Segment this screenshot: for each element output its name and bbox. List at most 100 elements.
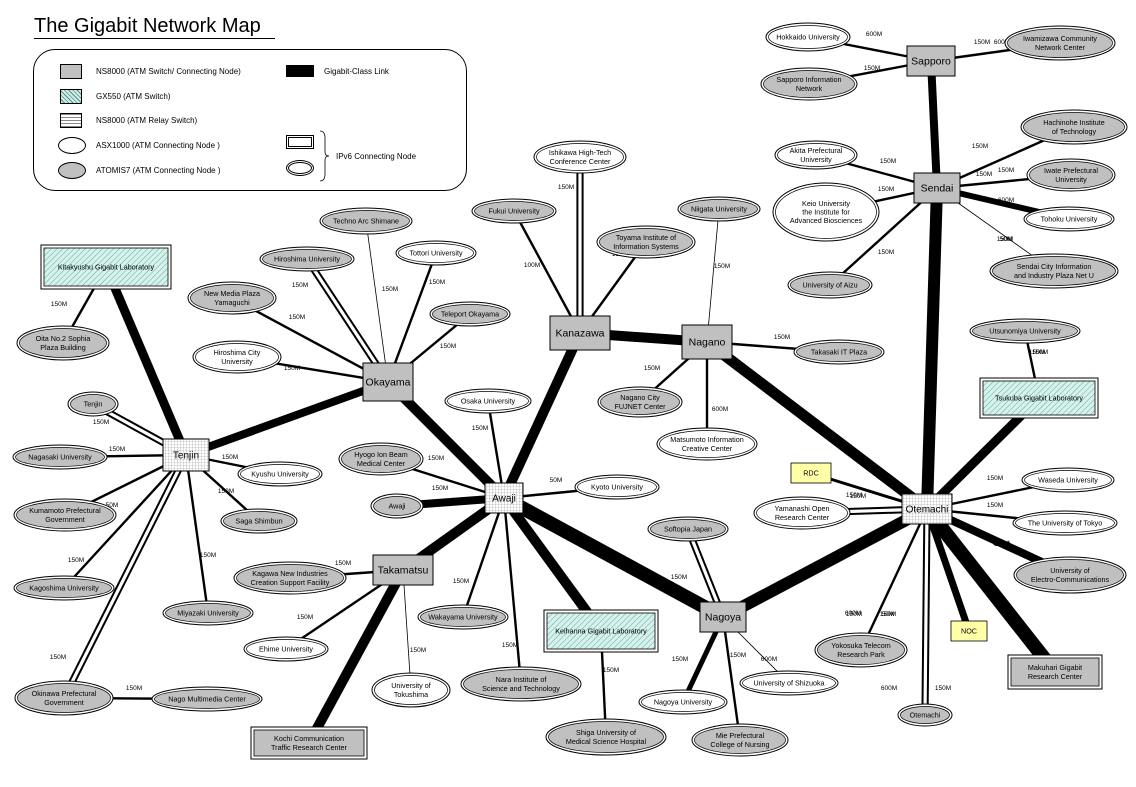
node-softopia[interactable]: Softopia Japan: [647, 516, 729, 542]
node-miyazaki[interactable]: Miyazaki University: [162, 600, 254, 626]
legend-link-label: Gigabit-Class Link: [324, 67, 389, 76]
node-osaka[interactable]: Osaka University: [444, 388, 532, 414]
node-ehime[interactable]: Ehime University: [243, 636, 329, 662]
link-sapporo-sendai: [927, 60, 941, 189]
node-teleport[interactable]: Teleport Okayama: [429, 301, 511, 327]
node-keihanna[interactable]: Keihanna Gigabit Laboratory: [543, 609, 659, 653]
node-label: Nagasaki University: [28, 453, 92, 462]
link-label: 150M: [850, 493, 866, 500]
legend: NS8000 (ATM Switch/ Connecting Node) GX5…: [33, 49, 467, 191]
node-nagano[interactable]: Nagano: [681, 324, 733, 360]
node-kyushu[interactable]: Kyushu University: [237, 461, 323, 487]
node-kagoshima[interactable]: Kagoshima University: [13, 575, 115, 601]
link-label: 150M: [429, 279, 445, 286]
node-wakayama[interactable]: Wakayama University: [417, 604, 509, 630]
legend-ipv6-label: IPv6 Connecting Node: [336, 152, 417, 161]
node-otemachi_n[interactable]: Otemachi: [897, 703, 953, 727]
node-awaji[interactable]: Awaji: [484, 482, 524, 514]
node-nagasaki[interactable]: Nagasaki University: [12, 444, 108, 470]
legend-gx550-swatch: [60, 89, 82, 104]
link-otemachi-noc: [923, 507, 973, 633]
link-label: 150M: [878, 249, 894, 256]
node-label: Techno Arc Shimane: [333, 217, 399, 226]
node-fukui[interactable]: Fukui University: [471, 198, 557, 224]
node-takamatsu[interactable]: Takamatsu: [372, 554, 434, 586]
node-hokkaido[interactable]: Hokkaido University: [765, 22, 851, 52]
legend-ipv6-ellipse-swatch: [286, 160, 314, 176]
node-kanazawa[interactable]: Kanazawa: [549, 315, 611, 351]
node-noc[interactable]: NOC: [950, 620, 988, 642]
link-label: 150M: [558, 184, 574, 191]
node-utsunomiya[interactable]: Utsunomiya University: [969, 318, 1081, 344]
link-label: 150M: [502, 642, 518, 649]
link-label: 150M: [846, 492, 862, 499]
node-tohoku[interactable]: Tohoku University: [1023, 206, 1115, 232]
node-techno[interactable]: Techno Arc Shimane: [319, 207, 413, 235]
link-label: 150M: [93, 419, 109, 426]
node-tokyo[interactable]: The University of Tokyo: [1012, 510, 1118, 536]
node-kyoto[interactable]: Kyoto University: [574, 474, 660, 500]
node-sapporo[interactable]: Sapporo: [906, 45, 956, 77]
node-kitakyushu[interactable]: Kitakyushu Gigabit Laboratory: [40, 244, 172, 290]
node-niigata[interactable]: Niigata University: [677, 196, 761, 222]
link-sendai-otemachi: [921, 187, 943, 510]
node-sendai[interactable]: Sendai: [913, 172, 961, 204]
node-awaji_n[interactable]: Awaji: [370, 493, 424, 519]
legend-relay-label: NS8000 (ATM Relay Switch): [96, 116, 198, 125]
legend-asx-swatch: [58, 137, 86, 154]
node-shizuoka[interactable]: University of Shizuoka: [739, 670, 839, 696]
node-nagoya[interactable]: Nagoya: [699, 601, 747, 633]
node-label: University of Aizu: [802, 281, 857, 290]
node-tsukuba[interactable]: Tsukuba Gigabit Laboratory: [979, 377, 1099, 419]
node-nagoya_u[interactable]: Nagoya University: [638, 689, 728, 715]
node-label: Tenjin: [173, 451, 199, 462]
node-nago[interactable]: Nago Multimedia Center: [151, 686, 263, 712]
node-hiroshima[interactable]: Hiroshima University: [259, 246, 355, 272]
node-rdc[interactable]: RDC: [790, 462, 832, 484]
link-label: 150M: [289, 314, 305, 321]
node-takasaki[interactable]: Takasaki IT Plaza: [793, 339, 885, 365]
node-waseda[interactable]: Waseda University: [1021, 467, 1115, 493]
node-saga[interactable]: Saga Shimbun: [220, 508, 298, 534]
link-label: 600M: [845, 610, 861, 617]
node-tenjin[interactable]: Tenjin: [162, 438, 210, 472]
node-tenjin_n[interactable]: Tenjin: [67, 391, 119, 417]
node-okayama[interactable]: Okayama: [362, 362, 414, 402]
node-otemachi[interactable]: Otemachi: [901, 493, 953, 525]
node-aizu[interactable]: University of Aizu: [787, 271, 873, 299]
node-tottori[interactable]: Tottori University: [395, 240, 477, 266]
